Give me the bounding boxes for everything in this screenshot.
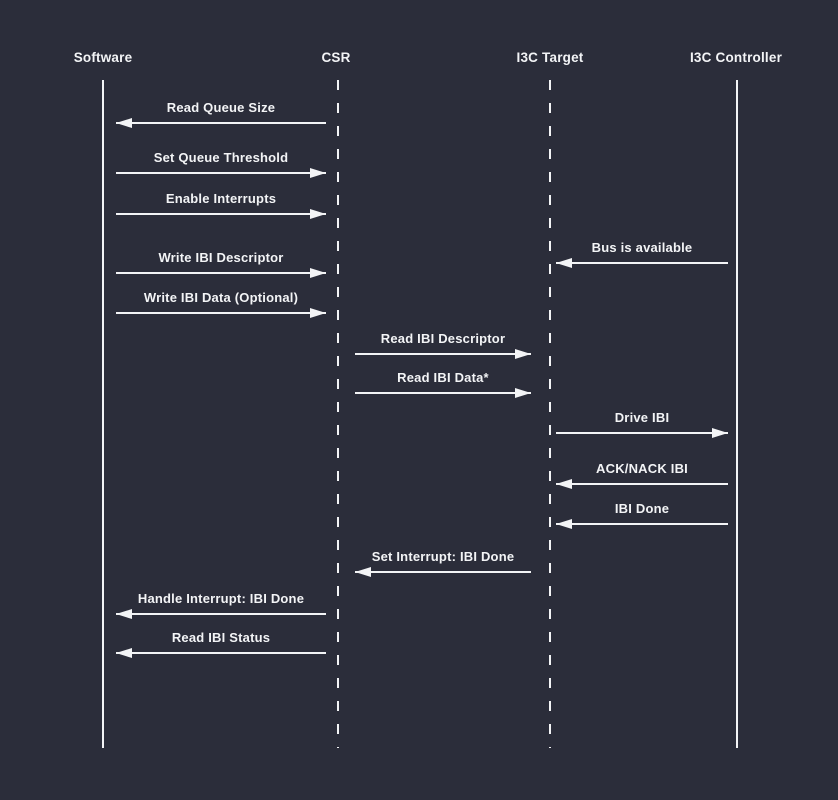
message-label: Drive IBI [614, 410, 670, 425]
arrow-line [556, 519, 728, 529]
arrowhead-right-icon [310, 209, 326, 219]
message-label: Read IBI Descriptor [380, 331, 506, 346]
arrowhead-left-icon [556, 258, 572, 268]
lifeline-csr [337, 80, 339, 748]
message-label: IBI Done [614, 501, 670, 516]
lifeline-i3c-controller [736, 80, 738, 748]
lifeline-i3c-target [549, 80, 551, 748]
arrowhead-left-icon [556, 519, 572, 529]
message-label: ACK/NACK IBI [596, 461, 688, 476]
arrowhead-left-icon [355, 567, 371, 577]
arrow-line [556, 258, 728, 268]
message-label: Enable Interrupts [165, 191, 277, 206]
arrowhead-right-icon [310, 308, 326, 318]
arrow-line [116, 609, 326, 619]
arrow-line [116, 648, 326, 658]
message-label: Write IBI Data (Optional) [143, 290, 299, 305]
arrow-line [116, 209, 326, 219]
arrow-line [116, 268, 326, 278]
arrowhead-left-icon [556, 479, 572, 489]
arrow-line [116, 168, 326, 178]
message-label: Read Queue Size [166, 100, 276, 115]
message-label: Bus is available [591, 240, 693, 255]
message-label: Set Interrupt: IBI Done [371, 549, 515, 564]
actor-label-csr: CSR [321, 50, 351, 65]
lifeline-software [102, 80, 104, 748]
arrow-line [116, 308, 326, 318]
actor-label-software: Software [73, 50, 133, 65]
arrowhead-right-icon [712, 428, 728, 438]
arrowhead-left-icon [116, 609, 132, 619]
arrow-line [556, 428, 728, 438]
arrowhead-left-icon [116, 118, 132, 128]
arrowhead-right-icon [515, 388, 531, 398]
arrowhead-right-icon [310, 168, 326, 178]
arrow-line [355, 349, 531, 359]
message-label: Write IBI Descriptor [158, 250, 284, 265]
message-label: Handle Interrupt: IBI Done [137, 591, 305, 606]
arrow-line [355, 567, 531, 577]
arrow-line [556, 479, 728, 489]
message-label: Set Queue Threshold [153, 150, 289, 165]
arrow-line [116, 118, 326, 128]
arrowhead-right-icon [310, 268, 326, 278]
message-label: Read IBI Data* [397, 370, 489, 385]
actor-label-i3c-target: I3C Target [516, 50, 584, 65]
arrowhead-right-icon [515, 349, 531, 359]
actor-label-i3c-controller: I3C Controller [689, 50, 783, 65]
message-label: Read IBI Status [171, 630, 271, 645]
arrow-line [355, 388, 531, 398]
arrowhead-left-icon [116, 648, 132, 658]
